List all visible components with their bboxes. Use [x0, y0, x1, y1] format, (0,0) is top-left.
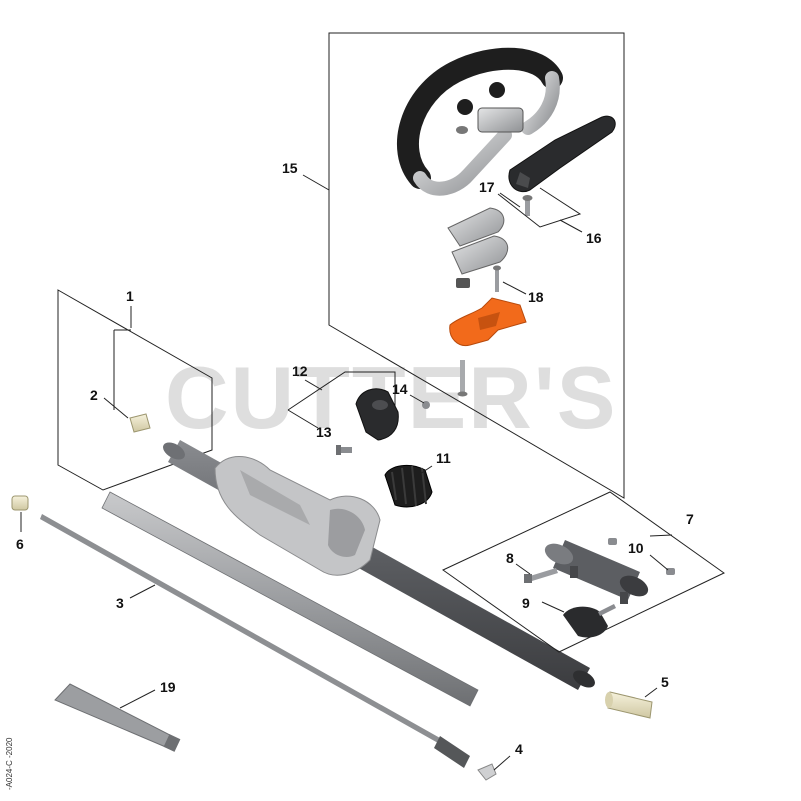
leader-10 — [649, 554, 669, 571]
callout-13: 13 — [316, 424, 332, 440]
knob-part-9 — [563, 604, 616, 638]
leader-19 — [119, 689, 156, 709]
bushing-part-2 — [129, 413, 151, 433]
boot-part-11 — [384, 464, 433, 508]
callout-5: 5 — [661, 674, 669, 690]
screw-part-13 — [336, 445, 352, 455]
drawing-code: -A024-C -2020 — [5, 737, 14, 790]
drive-shaft-part — [40, 514, 470, 768]
screw-part-8 — [524, 568, 558, 583]
orange-bracket-part — [449, 297, 527, 347]
leader-9 — [541, 601, 565, 613]
leader-12 — [304, 379, 323, 391]
callout-1: 1 — [126, 288, 134, 304]
clamp-lower-part — [451, 235, 509, 275]
leader-15 — [302, 174, 330, 191]
callout-6: 6 — [16, 536, 24, 552]
loop-handle-part — [397, 47, 563, 196]
nut-part-10 — [608, 538, 675, 575]
leader-14 — [409, 394, 425, 404]
leader-7 — [649, 534, 673, 537]
callout-10: 10 — [628, 540, 644, 556]
handle-clamp-part — [355, 388, 399, 441]
callout-15: 15 — [282, 160, 298, 176]
grease-tube-part — [54, 683, 181, 752]
callout-7: 7 — [686, 511, 694, 527]
nut-part-18 — [456, 278, 470, 288]
screw-part-17 — [522, 195, 533, 216]
leader-5 — [644, 687, 658, 698]
bushing-part-6 — [11, 495, 29, 511]
leader-11 — [419, 465, 433, 475]
leader-2 — [103, 397, 129, 419]
assembly-box-7 — [442, 491, 725, 653]
callout-4: 4 — [515, 741, 523, 757]
callout-3: 3 — [116, 595, 124, 611]
assembly-box-1 — [57, 289, 213, 491]
inner-tube-part — [101, 491, 479, 707]
callout-14: 14 — [392, 381, 408, 397]
callout-17: 17 — [479, 179, 495, 195]
callout-18: 18 — [528, 289, 544, 305]
leader-16-17 — [497, 187, 582, 228]
clip-part-4 — [477, 763, 497, 781]
callout-16: 16 — [586, 230, 602, 246]
callout-2: 2 — [90, 387, 98, 403]
housing-part — [214, 455, 381, 576]
long-screw-part — [457, 360, 468, 397]
leader-16 — [559, 219, 583, 233]
leader-3 — [129, 584, 156, 599]
coupling-sleeve-part — [544, 540, 649, 604]
trigger-grip-part — [508, 115, 616, 193]
callout-12: 12 — [292, 363, 308, 379]
assembly-box-12 — [287, 371, 396, 420]
callout-19: 19 — [160, 679, 176, 695]
sleeve-part-5 — [605, 691, 653, 719]
callout-9: 9 — [522, 595, 530, 611]
assembly-box-15 — [328, 32, 625, 499]
clamp-upper-part — [447, 207, 505, 247]
screw-part-18 — [493, 265, 501, 292]
leader-13 — [287, 409, 319, 429]
callout-11: 11 — [436, 450, 451, 466]
leader-8 — [515, 563, 531, 575]
leader-18 — [502, 281, 527, 295]
callout-8: 8 — [506, 550, 514, 566]
leader-17 — [499, 192, 521, 208]
leader-4 — [493, 755, 511, 771]
